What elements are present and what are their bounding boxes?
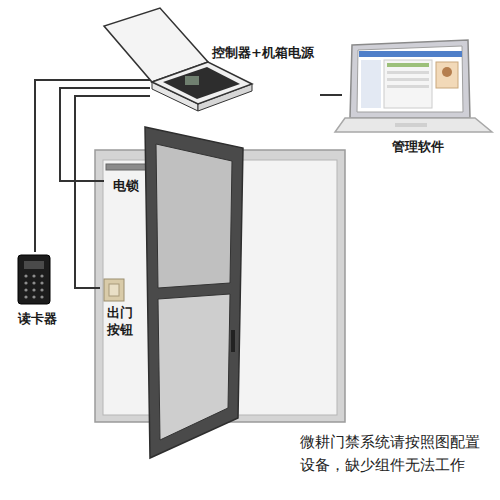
node-label: 读卡器 <box>12 311 62 328</box>
door-glass <box>158 294 230 440</box>
lock-bar <box>106 164 148 170</box>
exit-button: 出门 按钮 <box>100 276 140 346</box>
window-panel <box>361 60 381 108</box>
door-panel <box>145 127 243 458</box>
node-label: 电锁 <box>104 178 148 195</box>
controller-board <box>185 76 199 85</box>
electric-lock: 电锁 <box>104 163 148 199</box>
photo-face <box>442 67 452 77</box>
laptop-display <box>357 46 463 112</box>
wire <box>75 96 150 288</box>
door-handle <box>231 330 235 352</box>
touchpad <box>395 123 427 127</box>
node-label: 出门 按钮 <box>100 305 140 339</box>
photo <box>436 62 458 88</box>
software-laptop: 管理软件 <box>342 40 494 160</box>
card-reader: 读卡器 <box>12 252 62 334</box>
wire <box>320 94 342 96</box>
laptop-screen <box>350 40 470 118</box>
node-label: 管理软件 <box>342 139 494 156</box>
reader-window <box>24 261 44 269</box>
window-bar <box>359 51 462 57</box>
window-row <box>387 63 429 67</box>
wire <box>60 88 150 181</box>
reader-body <box>18 255 50 304</box>
controller-interior <box>163 67 240 99</box>
controller-top <box>152 62 252 104</box>
window-grid <box>384 60 432 108</box>
window-row <box>387 78 429 81</box>
button-plate <box>104 279 124 301</box>
node-label: 控制器+机箱电源 <box>212 45 314 62</box>
keypad <box>24 274 43 298</box>
window-row <box>387 71 429 74</box>
button-key <box>109 284 119 296</box>
door-glass <box>156 144 232 288</box>
controller-box: 控制器+机箱电源 <box>150 40 320 110</box>
caption: 微耕门禁系统请按照图配置 设备，缺少组件无法工作 <box>298 430 496 479</box>
wire <box>35 80 150 252</box>
window-row <box>387 85 429 88</box>
laptop-base <box>335 118 492 132</box>
